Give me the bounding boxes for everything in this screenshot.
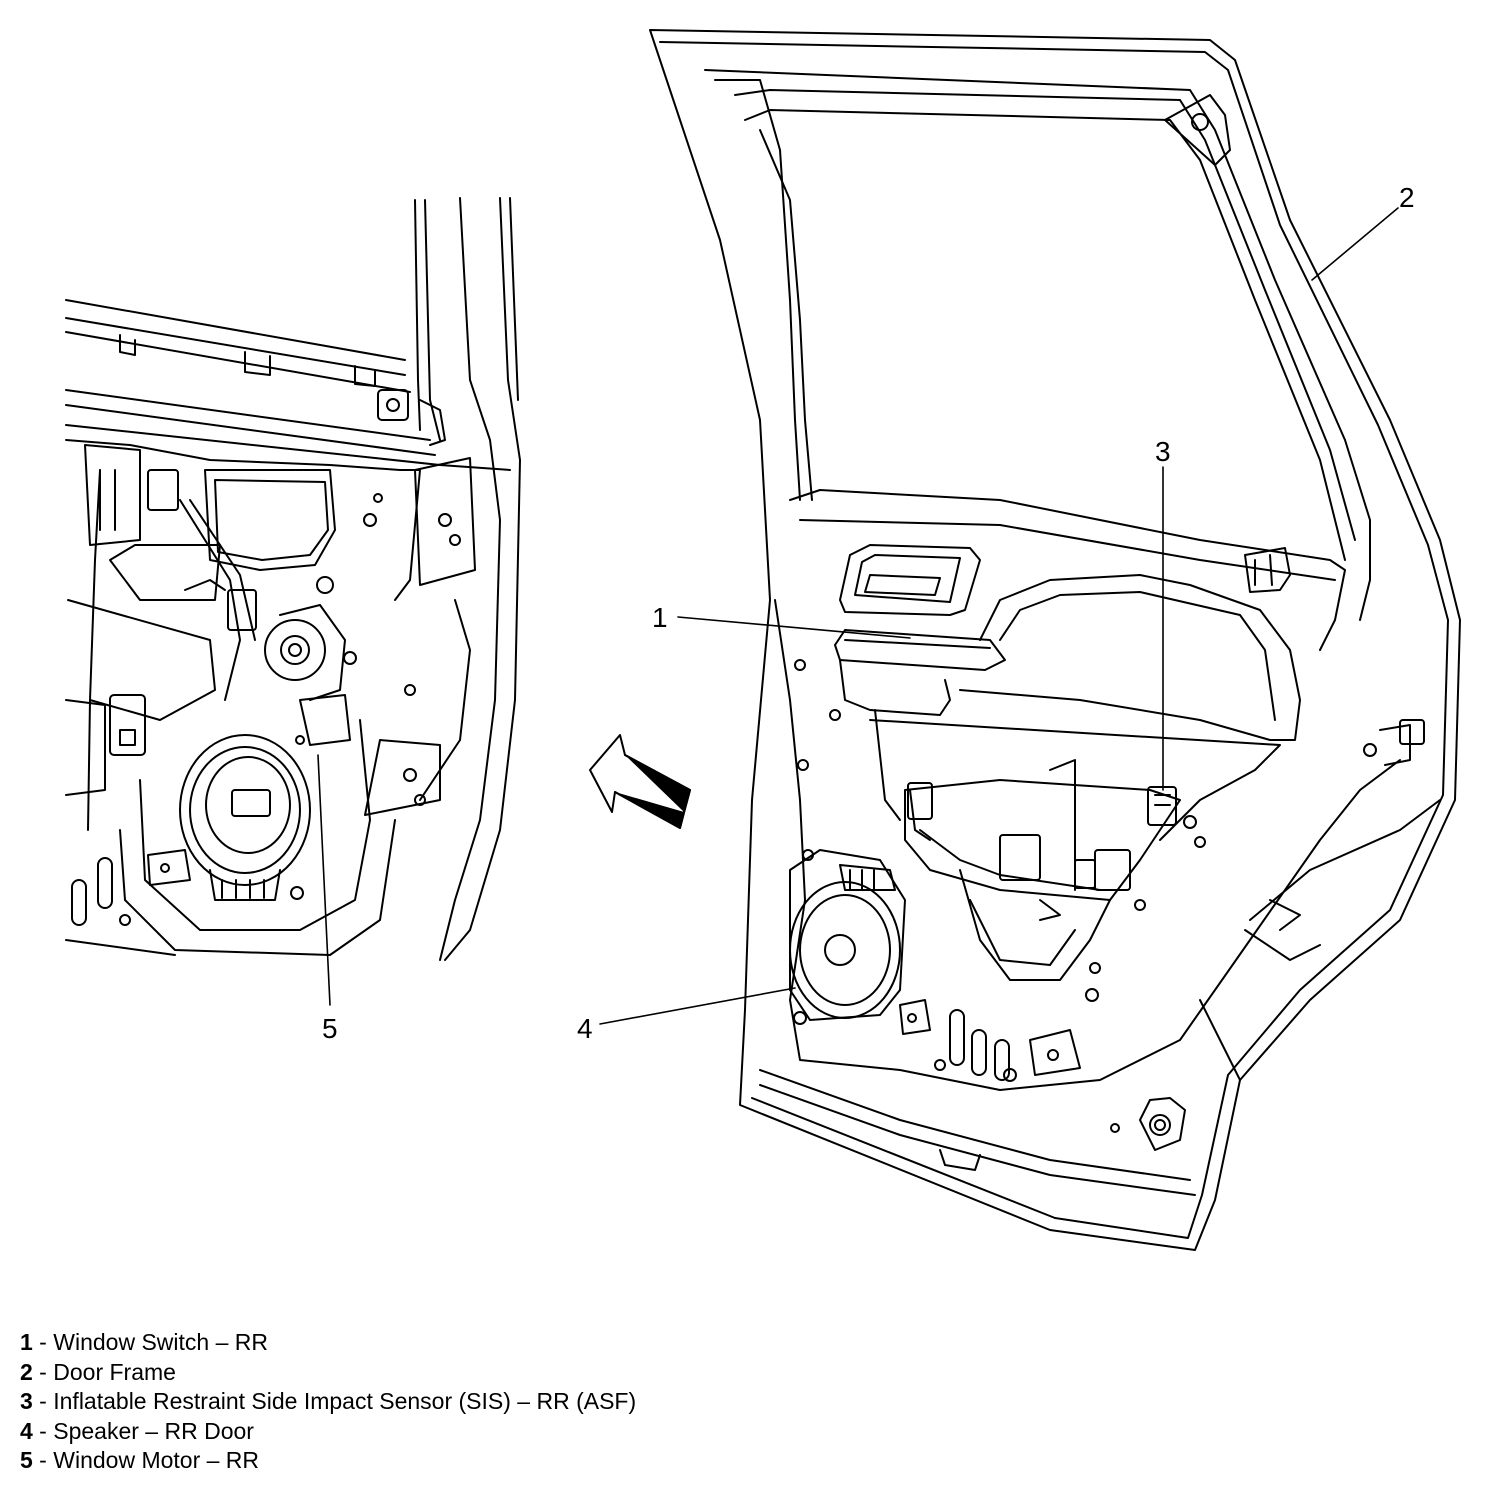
callout-4: 4 [577,1013,593,1044]
legend-text: Window Motor – RR [53,1447,260,1473]
legend-text: Speaker – RR Door [53,1417,254,1444]
legend-number: 2 [20,1358,33,1385]
legend-text: Window Switch – RR [53,1329,268,1355]
legend-number: 5 [20,1447,33,1473]
legend-separator: - [32,1358,54,1385]
legend-separator: - [32,1417,54,1444]
legend-item: 4 - Speaker – RR Door [20,1417,636,1447]
legend-text: Door Frame [53,1358,176,1385]
legend-number: 4 [20,1417,33,1444]
door-view [649,29,1461,1251]
callout-3: 3 [1155,436,1171,467]
legend-item: 2 - Door Frame [20,1358,636,1388]
callout-5-leader [317,754,331,1006]
detail-view [65,197,521,961]
legend-item: 3 - Inflatable Restraint Side Impact Sen… [20,1387,636,1417]
legend: 1 - Window Switch – RR 2 - Door Frame 3 … [20,1328,636,1476]
direction-arrow [589,734,691,829]
legend-text: Inflatable Restraint Side Impact Sensor … [53,1388,637,1414]
legend-item: 1 - Window Switch – RR [20,1328,636,1358]
callout-1: 1 [652,602,668,633]
door-diagram [65,29,1461,1251]
callout-5: 5 [322,1013,338,1044]
legend-separator: - [32,1447,54,1473]
legend-number: 1 [20,1329,33,1355]
callout-4-leader [599,987,796,1025]
callout-1-leader [677,616,911,639]
legend-separator: - [32,1329,54,1355]
callout-2-leader [1311,207,1399,281]
callout-leaders [599,207,1399,1025]
legend-number: 3 [20,1388,33,1414]
callout-2: 2 [1399,182,1415,213]
legend-separator: - [32,1388,54,1414]
legend-item: 5 - Window Motor – RR [20,1446,636,1476]
